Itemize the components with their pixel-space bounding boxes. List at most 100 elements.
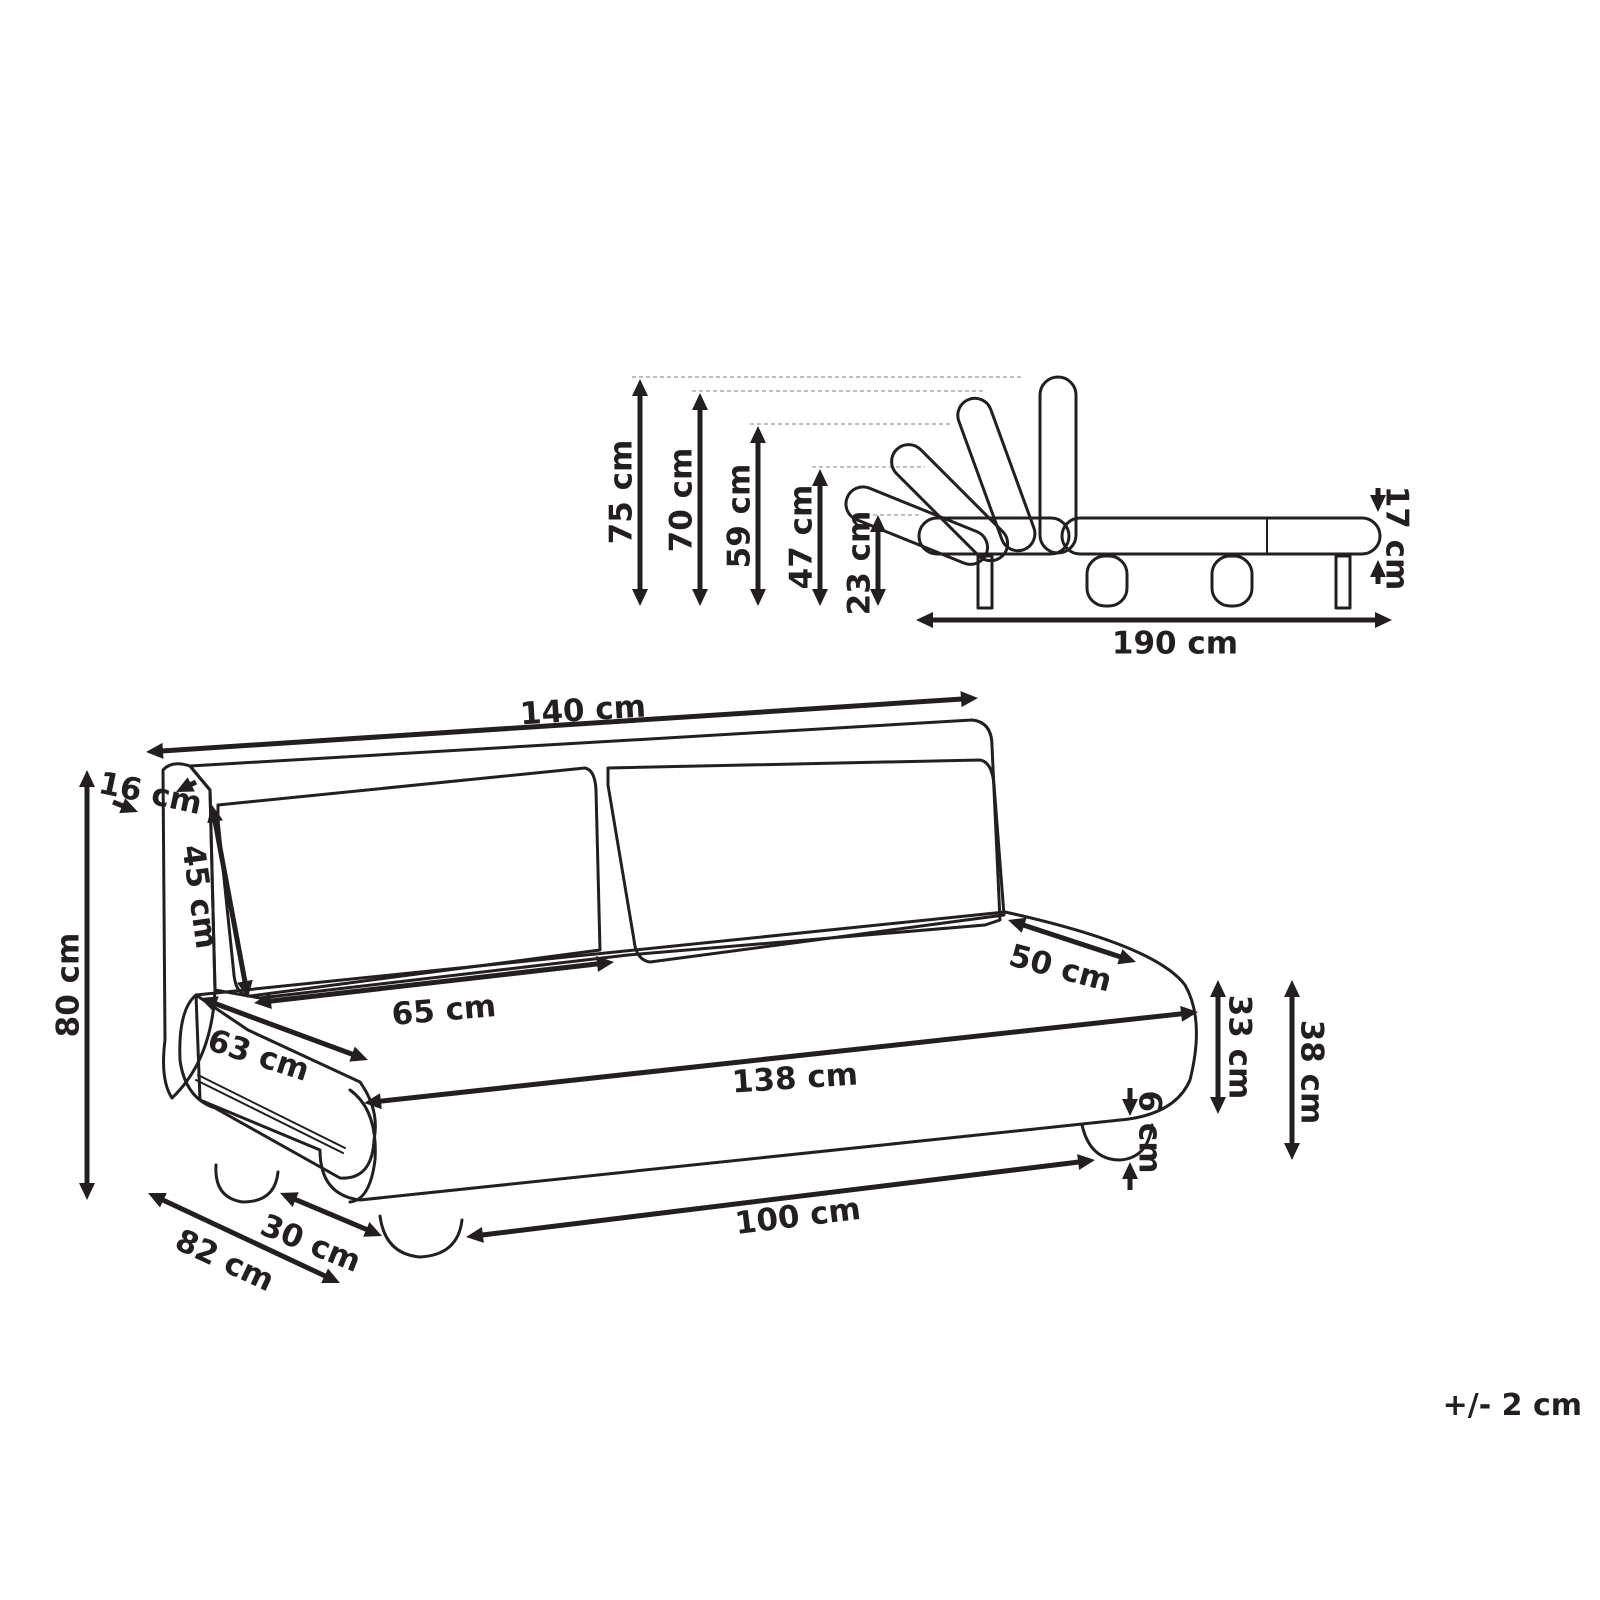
front-leg-center <box>378 1214 464 1259</box>
left-armrest <box>161 762 217 1100</box>
seat-front-roll <box>348 1088 377 1204</box>
arm-depth-63-arrowhead-start <box>200 996 219 1012</box>
depth-82-arrowhead-start <box>148 1192 167 1208</box>
height-75-arrowhead-end <box>632 589 648 606</box>
leg-6-top-label: 6 cm <box>1132 1090 1168 1173</box>
leg-spacing-100-line <box>477 1158 1084 1239</box>
backrest-upright <box>1038 375 1078 555</box>
dim-leg-spacing-100: 100 cm <box>466 1154 1095 1243</box>
leg-6-bot-arrowhead-end <box>1122 1162 1138 1179</box>
bed-length-190-arrowhead-end <box>1375 612 1392 628</box>
seat-33-arrowhead-start <box>1210 980 1226 997</box>
leg-30-line <box>290 1195 372 1234</box>
dim-cushion-width-65: 65 cm <box>254 955 614 1033</box>
armrest-16-left-arrowhead-end <box>119 798 138 814</box>
seat-width-138-line <box>375 1010 1187 1105</box>
dim-height-70: 70 cm <box>664 393 708 606</box>
arm-depth-63-line <box>210 999 358 1059</box>
armrest-16-left-label: 16 cm <box>95 765 205 822</box>
bed-length-190-arrowhead-start <box>916 612 933 628</box>
side-leg-2 <box>1085 554 1129 608</box>
height-23-arrowhead-end <box>870 589 886 606</box>
seat-height-38-label: 38 cm <box>1294 1020 1330 1125</box>
tolerance-note: +/- 2 cm <box>1443 1388 1582 1423</box>
width-140-line <box>157 696 967 754</box>
height-75-arrowhead-start <box>632 379 648 396</box>
width-140-arrowhead-start <box>146 742 164 759</box>
leg-spacing-100-label: 100 cm <box>733 1191 863 1242</box>
seat-height-38-arrowhead-start <box>1284 980 1300 997</box>
mattress-17-top-arrowhead-end <box>1370 495 1386 512</box>
cushion-45-line <box>211 816 249 987</box>
dim-armrest-16-left: 16 cm <box>95 765 205 822</box>
mattress-17-bot-arrowhead-end <box>1370 560 1386 577</box>
dim-seat-depth-50: 50 cm <box>1005 917 1136 999</box>
seat-width-138-arrowhead-start <box>364 1093 382 1110</box>
cushion-width-65-arrowhead-end <box>596 955 614 972</box>
height-80-arrowhead-end <box>79 1183 95 1200</box>
bed-mattress <box>1060 516 1382 556</box>
dim-seat-width-138: 138 cm <box>364 1005 1198 1110</box>
arm-depth-63-arrowhead-end <box>349 1046 368 1062</box>
cushion-45-label: 45 cm <box>174 842 224 951</box>
dim-leg-6-top: 6 cm <box>1122 1088 1168 1174</box>
leg-30-arrowhead-end <box>363 1222 382 1237</box>
cushion-45-arrowhead-start <box>207 805 223 824</box>
cushion-width-65-line <box>265 960 603 1005</box>
height-75-label: 75 cm <box>604 440 640 545</box>
bed-length-190-label: 190 cm <box>1112 626 1238 662</box>
cushion-width-65-arrowhead-start <box>254 993 272 1010</box>
width-140-arrowhead-end <box>960 691 978 708</box>
dim-mattress-17-top <box>1370 488 1386 512</box>
height-59-label: 59 cm <box>722 464 758 569</box>
dim-seat-height-38: 38 cm <box>1284 980 1330 1160</box>
dim-seat-33: 33 cm <box>1210 980 1258 1114</box>
seat-depth-50-line <box>1018 921 1126 961</box>
back-cushion-right <box>606 758 1006 964</box>
height-70-arrowhead-end <box>692 589 708 606</box>
sofa-front-view <box>161 718 1198 1259</box>
seat-width-138-label: 138 cm <box>731 1056 859 1100</box>
height-59-arrowhead-start <box>750 426 766 443</box>
mattress-17-bot-label: 17 cm <box>1379 486 1415 591</box>
dim-height-23: 23 cm <box>842 511 886 616</box>
backrest-position-2 <box>956 396 1037 553</box>
armrest-16-right-arrowhead-end <box>176 777 195 792</box>
height-59-arrowhead-end <box>750 589 766 606</box>
side-leg-3 <box>1210 554 1254 608</box>
dim-bed-length-190: 190 cm <box>916 612 1392 662</box>
height-80-arrowhead-start <box>79 770 95 787</box>
seat-33-arrowhead-end <box>1210 1097 1226 1114</box>
dim-armrest-16-right <box>176 777 198 792</box>
side-view-drawing <box>632 375 1382 610</box>
dim-mattress-17-bot: 17 cm <box>1370 486 1415 591</box>
backrest-flat <box>917 516 1071 556</box>
cushion-45-arrowhead-end <box>237 979 253 998</box>
height-47-arrowhead-start <box>812 469 828 486</box>
side-leg-4 <box>1334 554 1352 610</box>
sofa-back-frame <box>188 718 1002 1000</box>
height-70-label: 70 cm <box>664 448 700 553</box>
dim-width-140: 140 cm <box>146 688 978 759</box>
front-leg-right <box>1080 1123 1154 1162</box>
seat-cushion <box>194 910 1198 1202</box>
seat-height-38-arrowhead-end <box>1284 1143 1300 1160</box>
cushion-width-65-label: 65 cm <box>390 988 497 1033</box>
height-23-label: 23 cm <box>842 511 878 616</box>
height-23-arrowhead-start <box>870 515 886 532</box>
seat-width-138-arrowhead-end <box>1180 1005 1198 1022</box>
leg-spacing-100-arrowhead-end <box>1077 1154 1095 1171</box>
side-leg-1 <box>976 554 994 610</box>
depth-82-line <box>157 1195 331 1281</box>
dim-height-80: 80 cm <box>51 770 95 1200</box>
leg-spacing-100-arrowhead-start <box>466 1226 484 1243</box>
seat-33-label: 33 cm <box>1222 995 1258 1100</box>
height-80-label: 80 cm <box>51 933 87 1038</box>
leg-30-arrowhead-start <box>280 1192 299 1207</box>
dim-height-75: 75 cm <box>604 379 648 606</box>
height-47-label: 47 cm <box>784 485 820 590</box>
depth-82-arrowhead-end <box>321 1268 340 1284</box>
front-leg-left <box>214 1163 280 1204</box>
front-arm-roll <box>178 993 377 1180</box>
